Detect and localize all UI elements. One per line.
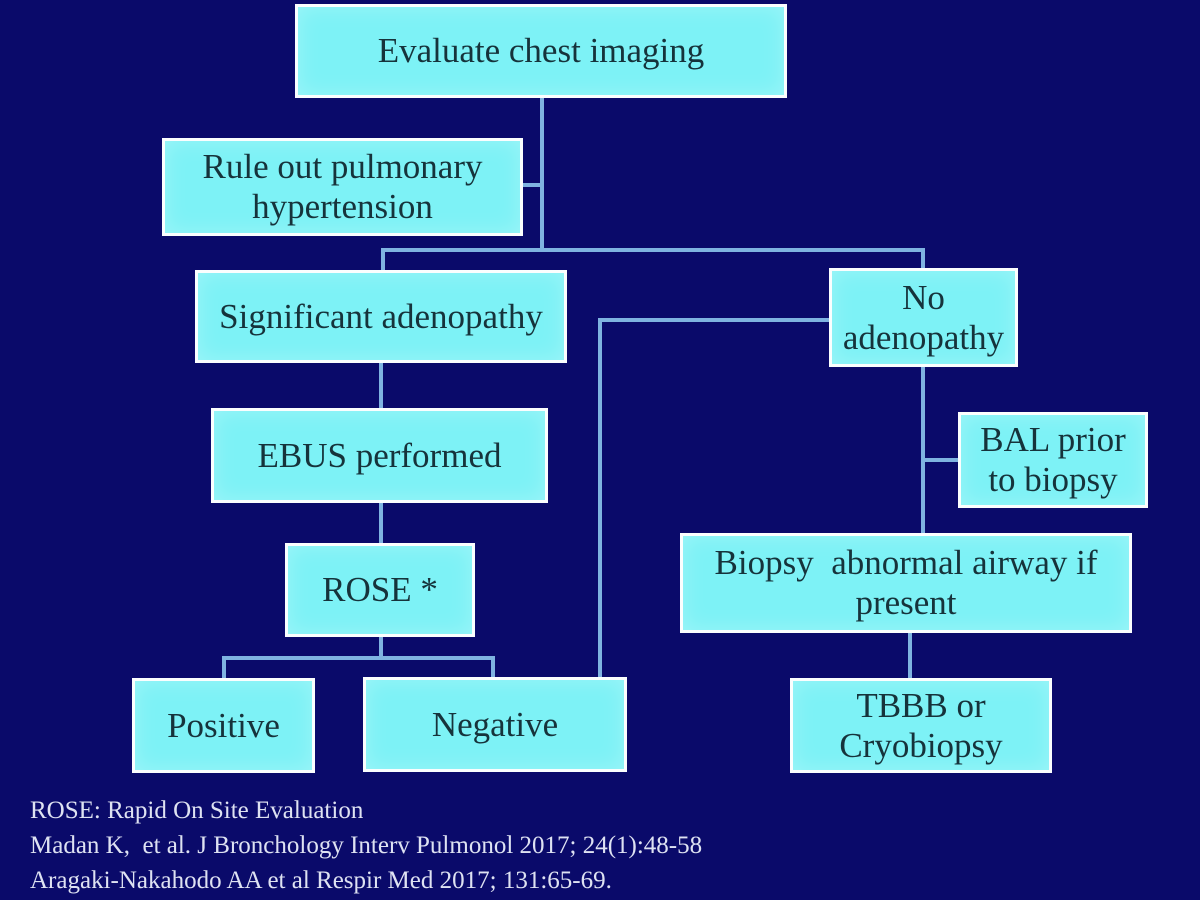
connector-rose-down [379, 635, 383, 660]
node-label: Evaluate chest imaging [377, 31, 705, 71]
node-biopsy-abnormal-airway: Biopsy abnormal airway if present [680, 533, 1132, 633]
footer-rose-definition: ROSE: Rapid On Site Evaluation [30, 797, 364, 824]
node-bal-prior-to-biopsy: BAL prior to biopsy [958, 412, 1148, 508]
connector-biopsy-to-tbbb [908, 631, 912, 680]
node-label: EBUS performed [257, 435, 502, 475]
connector-ruleout-stub [523, 183, 542, 187]
node-tbbb-or-cryobiopsy: TBBB or Cryobiopsy [790, 678, 1052, 773]
node-rose: ROSE * [285, 543, 475, 637]
node-label-line1: TBBB or [856, 685, 986, 725]
node-label-line1: No [902, 277, 945, 317]
connector-branch-to-noaden [921, 248, 925, 270]
connector-fork-to-positive [222, 656, 226, 680]
connector-fork-to-negative [491, 656, 495, 679]
node-label: Positive [167, 705, 280, 745]
connector-negative-to-noaden [598, 318, 831, 322]
connector-bal-stub [921, 458, 960, 462]
node-negative: Negative [363, 677, 627, 772]
node-label-line2: hypertension [252, 187, 433, 226]
node-no-adenopathy: No adenopathy [829, 268, 1018, 367]
connector-evaluate-down [540, 98, 544, 250]
node-label: Significant adenopathy [219, 296, 543, 336]
footer-citation-aragaki: Aragaki-Nakahodo AA et al Respir Med 201… [30, 867, 612, 894]
connector-sigaden-to-ebus [379, 361, 383, 410]
node-ebus-performed: EBUS performed [211, 408, 548, 503]
node-label: Negative [431, 704, 559, 744]
node-positive: Positive [132, 678, 315, 773]
node-label-line1: BAL prior [980, 420, 1126, 460]
node-rule-out-pulmonary-hypertension: Rule out pulmonary hypertension [162, 138, 523, 236]
footer-citation-madan: Madan K, et al. J Bronchology Interv Pul… [30, 832, 703, 859]
node-label-line2: to biopsy [988, 460, 1118, 499]
footer-references: ROSE: Rapid On Site Evaluation Madan K, … [30, 793, 702, 898]
node-label: ROSE * [322, 570, 438, 610]
node-label-line2: adenopathy [842, 317, 1005, 357]
connector-ebus-to-rose [379, 501, 383, 545]
connector-noaden-to-biopsy [921, 365, 925, 535]
node-label-line2: Cryobiopsy [839, 725, 1003, 765]
connector-branch-horizontal [381, 248, 925, 252]
node-evaluate-chest-imaging: Evaluate chest imaging [295, 4, 787, 98]
node-label-line1: Biopsy abnormal airway if [714, 543, 1098, 583]
node-label-line1: Rule out pulmonary [202, 147, 483, 187]
node-label-line2: present [855, 583, 957, 622]
connector-fork-horizontal [222, 656, 495, 660]
connector-branch-to-sigaden [381, 248, 385, 272]
node-significant-adenopathy: Significant adenopathy [195, 270, 567, 363]
connector-negative-up [598, 318, 602, 679]
